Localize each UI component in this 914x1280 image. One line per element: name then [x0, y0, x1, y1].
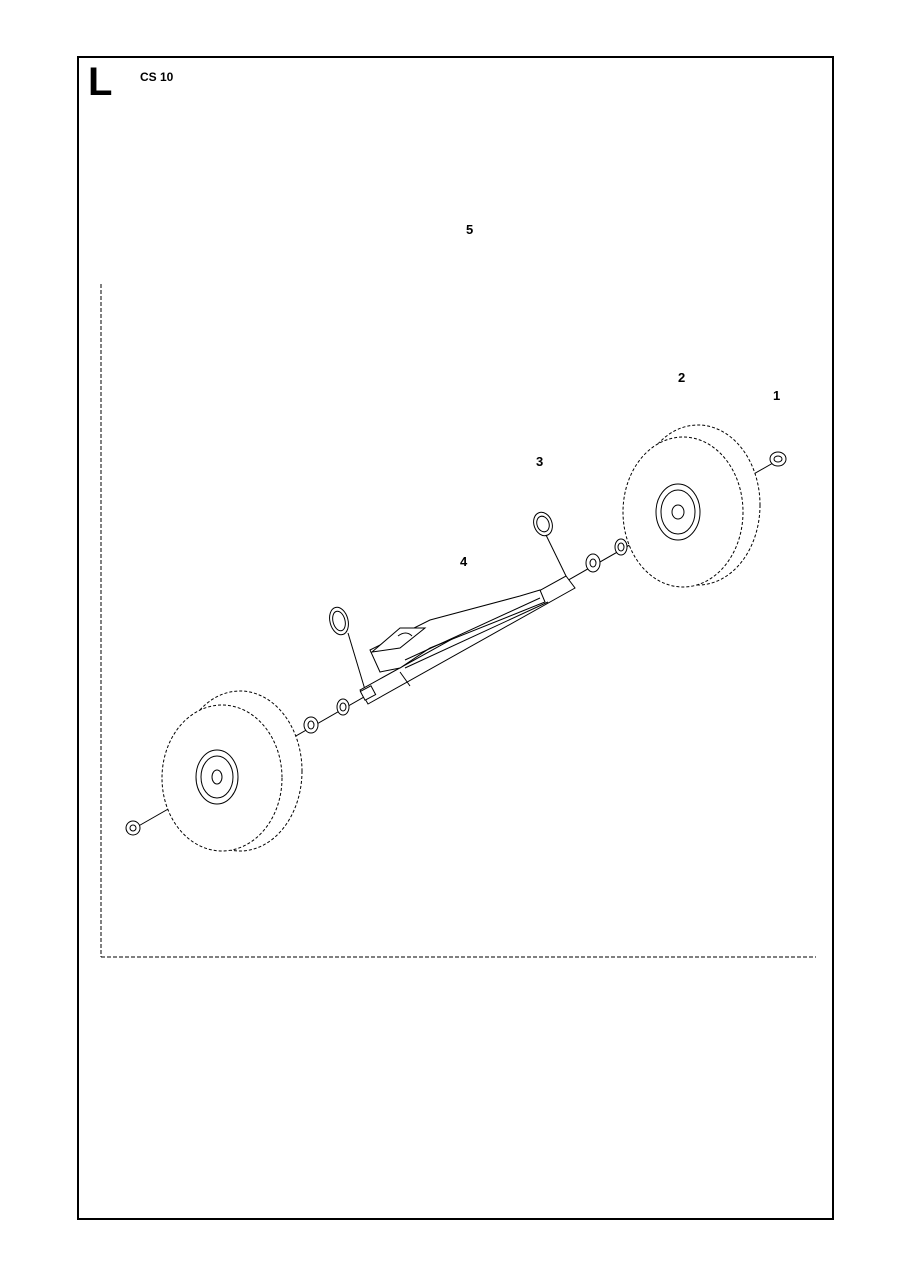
wheel-left: [161, 690, 303, 852]
callout-4: 4: [460, 554, 468, 569]
callout-1: 1: [773, 388, 781, 403]
clips: [329, 511, 567, 694]
callout-2: 2: [678, 370, 686, 385]
section-letter: L: [88, 60, 113, 104]
axle-bracket: [359, 575, 576, 705]
washers: [125, 451, 787, 836]
page-frame: [77, 56, 834, 1220]
callout-5: 5: [466, 222, 474, 237]
kit-boundary: [100, 284, 816, 958]
wheel-right: [622, 424, 761, 588]
model-label: CS 10: [140, 70, 174, 84]
callout-3: 3: [536, 454, 544, 469]
